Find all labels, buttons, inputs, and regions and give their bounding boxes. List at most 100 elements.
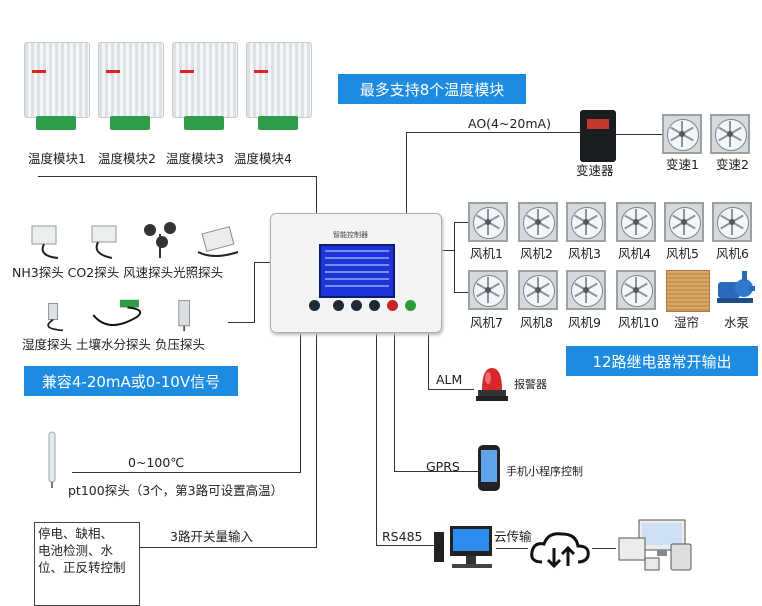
vfd-icon [580, 110, 616, 162]
line-alm-vert [428, 331, 429, 389]
temp-module-4 [246, 42, 312, 138]
line-alm-horiz [428, 389, 474, 390]
fan-7 [468, 270, 508, 310]
controller-run-button [405, 300, 416, 311]
alarm-light-icon [476, 368, 508, 401]
ao-label: AO(4~20mA) [468, 116, 551, 131]
line-relay-vert [454, 222, 455, 292]
wet-curtain-icon [666, 270, 710, 312]
nh3-probe-icon [31, 225, 59, 259]
line-temp-bus [38, 176, 316, 177]
pt100-probe-icon [48, 431, 56, 488]
humidity-probe-icon [47, 302, 64, 332]
line-pc-cloud [496, 548, 528, 549]
temp-module-banner: 最多支持8个温度模块 [338, 74, 526, 104]
controller-left-button [369, 300, 380, 311]
fan-6 [712, 202, 752, 242]
phone-icon [478, 445, 500, 491]
controller-stop-button [387, 300, 398, 311]
line-sensor-vert [254, 262, 255, 322]
fan-label-6: 风机6 [716, 246, 749, 261]
line-pt100-vert [300, 331, 301, 472]
fan-label-2: 风机2 [520, 246, 553, 261]
line-temp-down [316, 176, 317, 214]
speed-fan-label-2: 变速2 [716, 157, 749, 172]
line-pt100-horiz [72, 472, 301, 473]
switch-input-label: 3路开关量输入 [170, 529, 253, 544]
fan-3 [566, 202, 606, 242]
fan-4 [616, 202, 656, 242]
soil-probe-icon [92, 299, 142, 326]
fan-label-10: 风机10 [618, 315, 659, 330]
fan-5 [664, 202, 704, 242]
fan-2 [518, 202, 558, 242]
line-relay-out [440, 250, 454, 251]
sensor-row1-label: NH3探头 CO2探头 风速探头光照探头 [12, 265, 224, 280]
rs485-label: 云传输 [494, 529, 532, 544]
temp-module-label-2: 温度模块2 [98, 151, 156, 166]
line-sensor-bottom [228, 322, 255, 323]
controller-up-button [333, 300, 344, 311]
line-vfd-fans [616, 134, 662, 135]
line-gprs-horiz [394, 471, 478, 472]
fan-label-3: 风机3 [568, 246, 601, 261]
line-gprs-vert [394, 305, 395, 471]
fan-label-4: 风机4 [618, 246, 651, 261]
gprs-label: 手机小程序控制 [506, 465, 583, 478]
devices-icon [618, 519, 692, 571]
pressure-probe-icon [178, 300, 191, 332]
fan-label-5: 风机5 [666, 246, 699, 261]
line-ao-vertical [406, 132, 407, 214]
switch-input-box: 停电、缺相、 电池检测、水 位、正反转控制 [34, 522, 140, 606]
controller-title: 智能控制器 [333, 231, 368, 239]
line-rs485-horiz [376, 545, 434, 546]
line-cloud-devices [592, 548, 616, 549]
line-relay-row1 [454, 222, 468, 223]
controller: 智能控制器 [270, 213, 442, 333]
pt100-range: 0~100℃ [128, 455, 185, 470]
relay-banner: 12路继电器常开输出 [566, 346, 758, 376]
temp-module-1 [24, 42, 90, 138]
sensor-row2-label: 湿度探头 土壤水分探头 负压探头 [22, 337, 205, 352]
co2-probe-icon [91, 225, 117, 259]
cloud-icon [530, 532, 590, 569]
light-probe-icon [197, 226, 239, 257]
speed-fan-2 [710, 114, 750, 154]
temp-module-3 [172, 42, 238, 138]
vfd-label: 变速器 [576, 163, 614, 178]
rs485-port-label: RS485 [382, 529, 423, 544]
line-ao-horizontal [406, 132, 580, 133]
line-sensor-top [254, 262, 270, 263]
temp-module-label-4: 温度模块4 [234, 151, 292, 166]
water-pump-icon [717, 271, 755, 303]
fan-1 [468, 202, 508, 242]
line-switch-vert [316, 331, 317, 547]
curtain-label: 湿帘 [674, 315, 700, 330]
fan-9 [566, 270, 606, 310]
fan-label-7: 风机7 [470, 315, 503, 330]
speed-fan-1 [662, 114, 702, 154]
computer-icon [434, 526, 492, 568]
line-switch-horiz [140, 547, 317, 548]
temp-module-2 [98, 42, 164, 138]
fan-10 [616, 270, 656, 310]
line-relay-row2 [454, 292, 468, 293]
fan-label-1: 风机1 [470, 246, 503, 261]
sensor-banner: 兼容4-20mA或0-10V信号 [24, 366, 238, 396]
controller-esc-button [309, 300, 320, 311]
controller-down-button [351, 300, 362, 311]
controller-screen [319, 244, 395, 298]
wind-probe-icon [144, 222, 176, 258]
speed-fan-label-1: 变速1 [666, 157, 699, 172]
line-rs485-vert [376, 305, 377, 545]
temp-module-label-1: 温度模块1 [28, 151, 86, 166]
fan-8 [518, 270, 558, 310]
alarm-label: 报警器 [514, 378, 547, 391]
pump-label: 水泵 [724, 315, 750, 330]
fan-label-8: 风机8 [520, 315, 553, 330]
gprs-port-label: GPRS [426, 459, 460, 474]
pt100-note: pt100探头（3个，第3路可设置高温） [68, 483, 284, 498]
fan-label-9: 风机9 [568, 315, 601, 330]
temp-module-label-3: 温度模块3 [166, 151, 224, 166]
alm-port-label: ALM [436, 372, 463, 387]
